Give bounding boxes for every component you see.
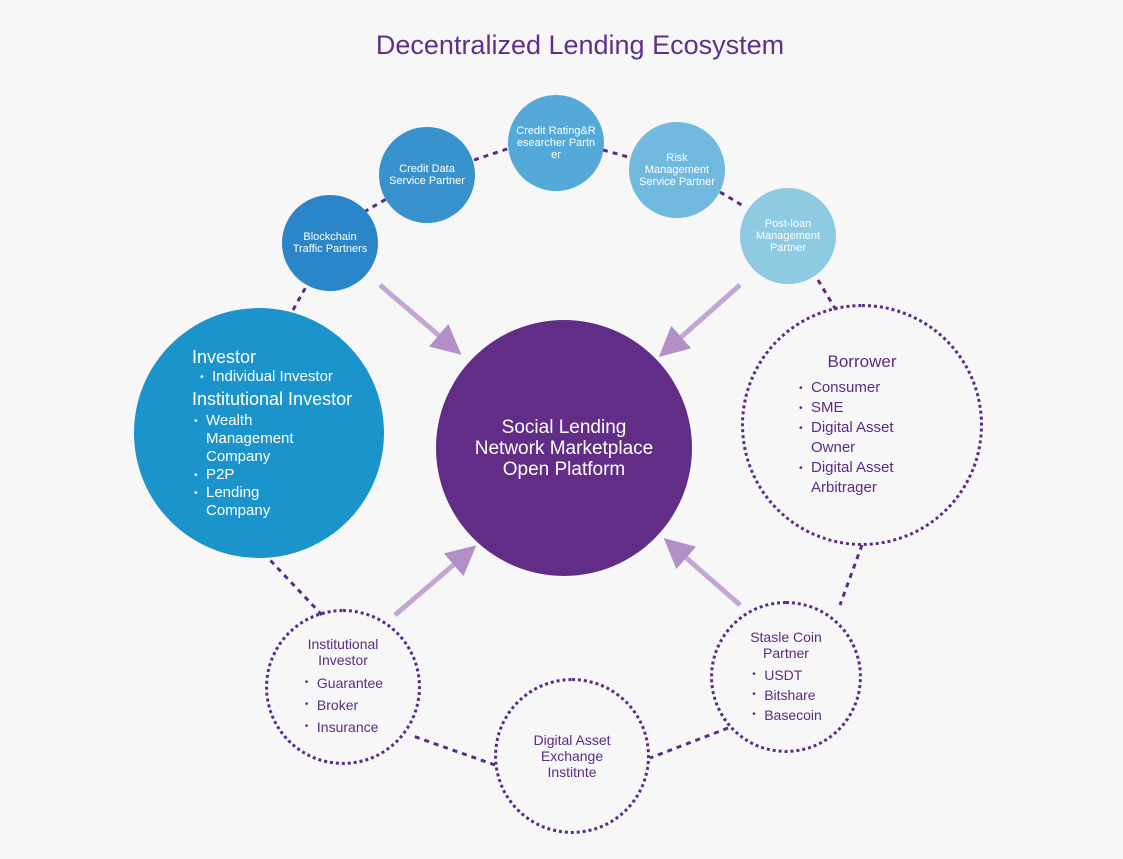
- stablecoin-heading: Stasle Coin Partner: [750, 629, 822, 661]
- partner-label: Blockchain Traffic Partners: [292, 231, 368, 255]
- investor-item: Individual Investor: [198, 368, 333, 386]
- partner-credit-data: Credit Data Service Partner: [379, 127, 475, 223]
- partner-risk-management: Risk Management Service Partner: [629, 122, 725, 218]
- institutional-item: Broker: [303, 694, 383, 716]
- dotted-link: [291, 284, 309, 311]
- dotted-link: [649, 726, 729, 760]
- platform-label: Social Lending Network Marketplace Open …: [474, 416, 654, 480]
- borrower-item: SME: [797, 398, 927, 418]
- arrow: [658, 283, 742, 357]
- borrower-heading: Borrower: [827, 352, 897, 371]
- stable-coin-circle: Stasle Coin Partner USDTBitshareBasecoin: [710, 601, 862, 753]
- partner-label: Post-loan Management Partner: [755, 218, 821, 254]
- institutional-heading: Institutional Investor: [307, 636, 379, 668]
- digital-asset-exchange-circle: Digital Asset Exchange Institnte: [494, 678, 650, 834]
- investor-item: Wealth Management Company: [192, 412, 332, 466]
- borrower-circle: Borrower ConsumerSMEDigital Asset OwnerD…: [741, 304, 983, 546]
- borrower-item: Digital Asset Owner: [797, 418, 911, 458]
- investor-item: Lending Company: [192, 484, 286, 520]
- partner-credit-rating: Credit Rating&Researcher Partner: [508, 95, 604, 191]
- institutional-investor-heading: Institutional Investor: [192, 389, 353, 409]
- partner-blockchain-traffic: Blockchain Traffic Partners: [282, 195, 378, 291]
- dotted-link: [816, 279, 838, 311]
- dotted-link: [719, 190, 746, 209]
- partner-label: Credit Rating&Researcher Partner: [516, 125, 596, 161]
- dotted-link: [838, 544, 864, 606]
- arrow: [663, 538, 742, 607]
- borrower-item: Consumer: [797, 378, 927, 398]
- dotted-link: [268, 558, 324, 617]
- stablecoin-item: Basecoin: [750, 705, 822, 725]
- central-platform: Social Lending Network Marketplace Open …: [436, 320, 692, 576]
- investor-circle: Investor Individual Investor Institution…: [134, 308, 384, 558]
- dotted-link: [409, 733, 496, 767]
- dotted-link: [602, 148, 633, 160]
- investor-item: P2P: [192, 466, 332, 484]
- stablecoin-item: USDT: [750, 665, 822, 685]
- investor-heading: Investor: [192, 347, 257, 367]
- partner-label: Credit Data Service Partner: [389, 163, 465, 187]
- stablecoin-item: Bitshare: [750, 685, 822, 705]
- dotted-link: [473, 146, 511, 162]
- institutional-item: Guarantee: [303, 672, 383, 694]
- dotted-link: [363, 196, 389, 214]
- exchange-label: Digital Asset Exchange Institnte: [533, 732, 611, 780]
- arrow: [393, 545, 477, 617]
- arrow: [378, 283, 462, 355]
- borrower-item: Digital Asset Arbitrager: [797, 458, 911, 498]
- diagram-title: Decentralized Lending Ecosystem: [375, 30, 785, 60]
- institutional-investor-circle: Institutional Investor GuaranteeBrokerIn…: [265, 609, 421, 765]
- institutional-item: Insurance: [303, 716, 383, 738]
- partner-post-loan: Post-loan Management Partner: [740, 188, 836, 284]
- partner-label: Risk Management Service Partner: [639, 152, 715, 188]
